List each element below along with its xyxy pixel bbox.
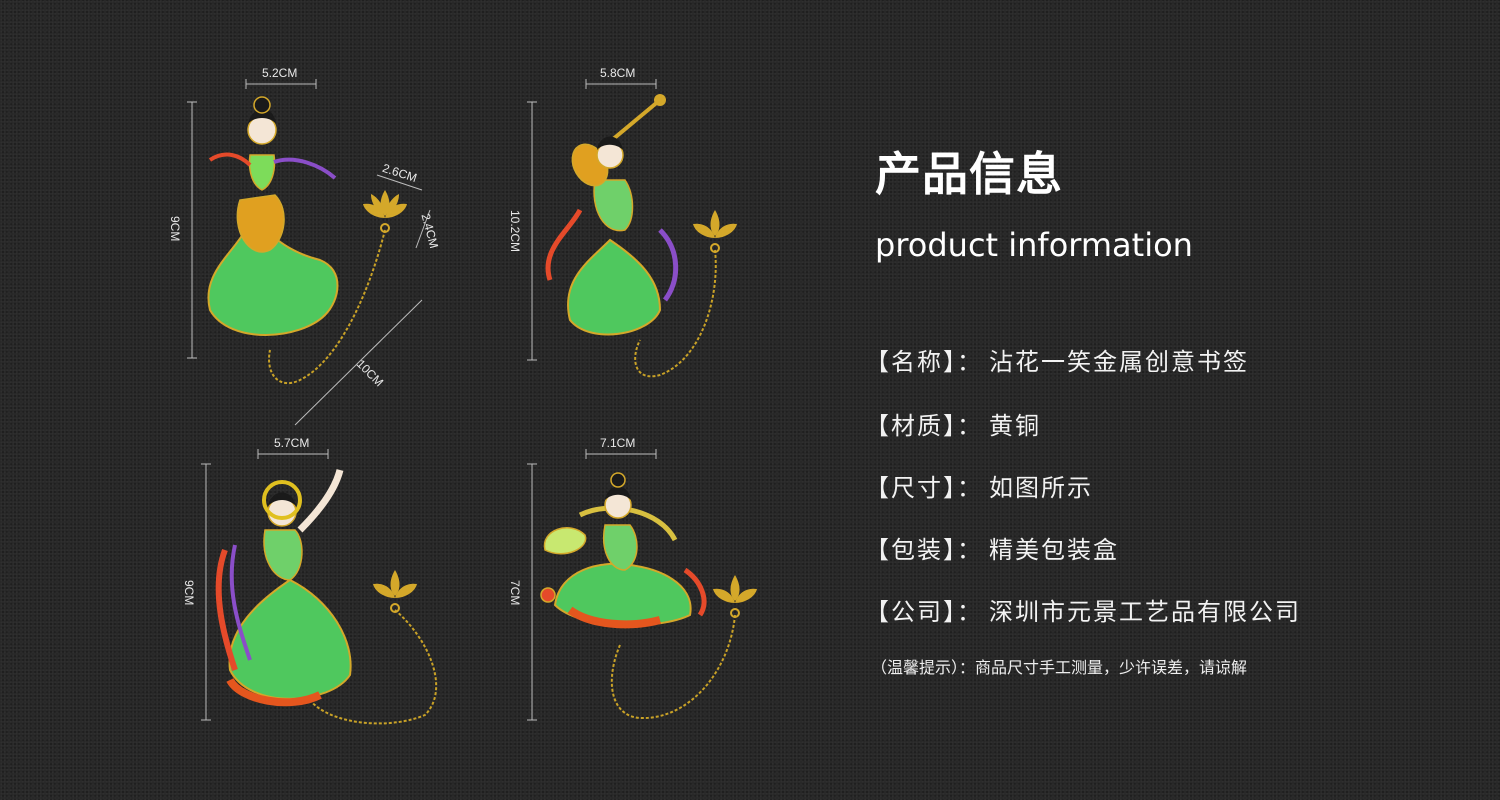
spec-label: 【材质】： [865, 412, 983, 440]
spec-row-size: 【尺寸】：如图所示 [865, 468, 1093, 503]
bookmark-4-illustration [527, 449, 757, 721]
spec-value: 精美包装盒 [989, 536, 1119, 564]
height-label: 7CM [508, 580, 522, 606]
height-label: 9CM [182, 580, 196, 606]
info-title: 产品信息 [875, 147, 1063, 201]
spec-row-material: 【材质】：黄铜 [865, 406, 1041, 441]
spec-row-packaging: 【包装】：精美包装盒 [865, 530, 1119, 565]
spec-value: 深圳市元景工艺品有限公司 [989, 598, 1301, 626]
measurement-note: （温馨提示）：商品尺寸手工测量，少许误差，请谅解 [871, 658, 1248, 677]
spec-label: 【名称】： [865, 348, 983, 376]
spec-row-name: 【名称】：沾花一笑金属创意书签 [865, 342, 1249, 377]
width-label: 7.1CM [600, 436, 636, 450]
width-label: 5.8CM [600, 66, 636, 80]
spec-value: 沾花一笑金属创意书签 [989, 348, 1249, 376]
spec-label: 【尺寸】： [865, 474, 983, 502]
spec-value: 黄铜 [989, 412, 1041, 440]
width-label: 5.7CM [274, 436, 310, 450]
product-bookmark-3: 5.7CM 9CM [180, 430, 460, 730]
bookmark-3-illustration [201, 449, 438, 725]
spec-row-company: 【公司】：深圳市元景工艺品有限公司 [865, 592, 1301, 627]
info-subtitle: product information [875, 226, 1193, 264]
product-bookmark-4: 7.1CM 7CM [508, 430, 770, 730]
bookmark-1-illustration [187, 79, 431, 426]
product-bookmark-1: 5.2CM 9CM 2.6CM 2.4CM 10CM [168, 60, 450, 430]
height-label: 9CM [168, 216, 182, 242]
spec-label: 【公司】： [865, 598, 983, 626]
height-label: 10.2CM [508, 210, 522, 253]
bookmark-2-illustration [527, 79, 737, 378]
product-bookmark-2: 5.8CM 10.2CM [508, 60, 770, 390]
product-info-panel: 产品信息 product information 【名称】：沾花一笑金属创意书签… [865, 0, 1475, 800]
spec-label: 【包装】： [865, 536, 983, 564]
spec-value: 如图所示 [989, 474, 1093, 502]
width-label: 5.2CM [262, 66, 298, 80]
